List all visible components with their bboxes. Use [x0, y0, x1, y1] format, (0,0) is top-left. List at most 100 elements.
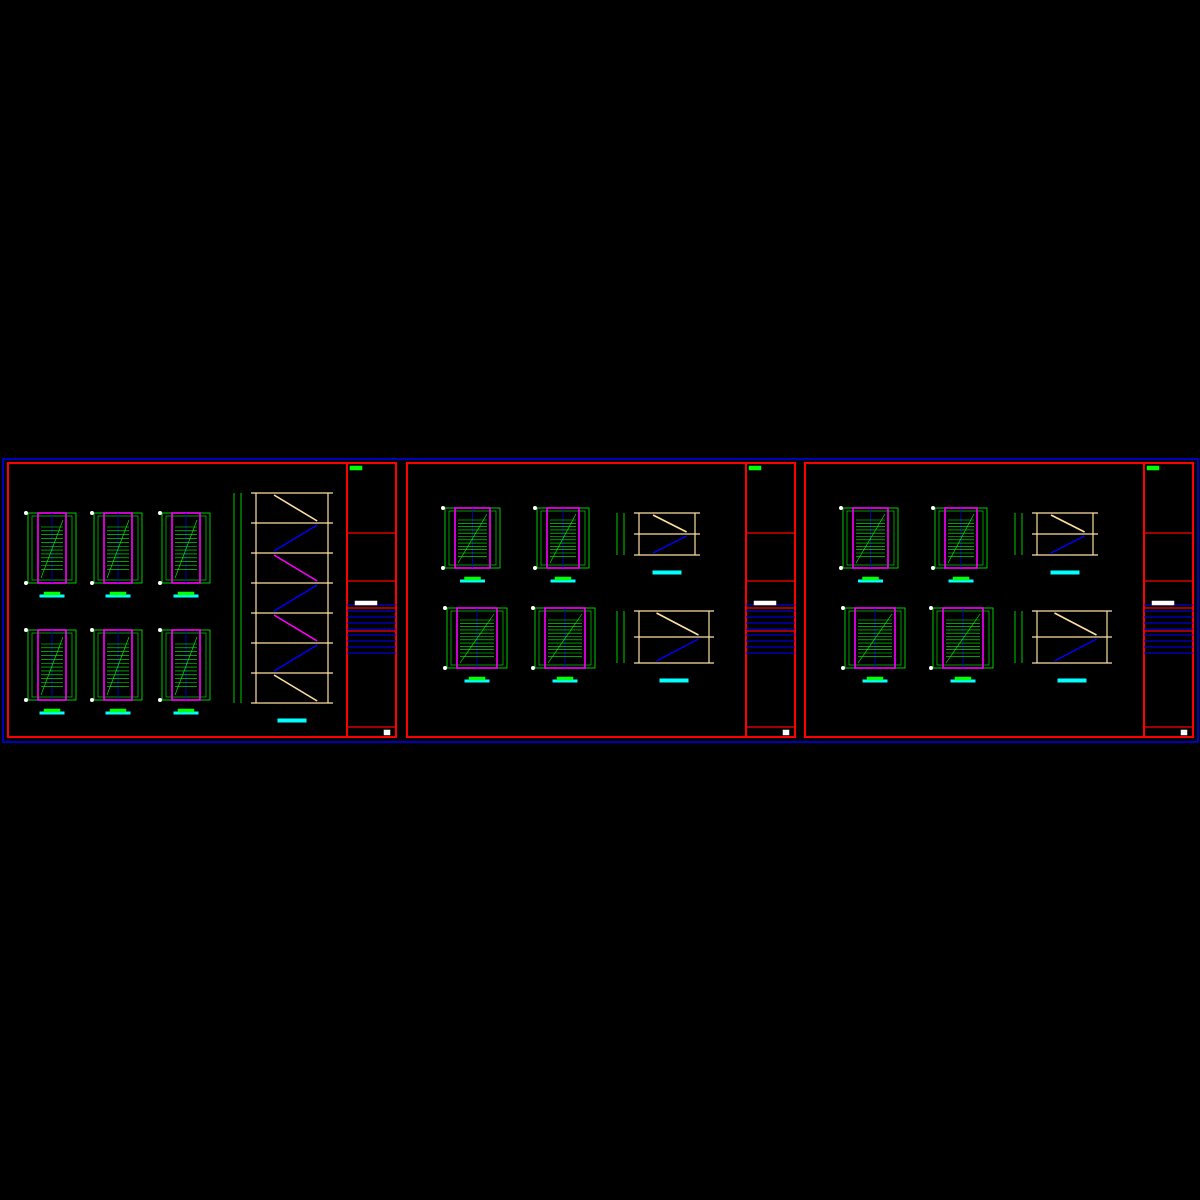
sheet-border	[406, 462, 796, 738]
stair-flight-cut	[1054, 612, 1097, 636]
axis-bubble	[158, 698, 162, 702]
stair-plan	[90, 511, 143, 598]
axis-bubble	[841, 666, 845, 670]
title-block	[1143, 463, 1193, 737]
plan-title-underline	[858, 579, 883, 583]
cut-line	[174, 519, 198, 579]
axis-bubble	[441, 506, 445, 510]
plan-title	[554, 576, 572, 581]
stair-plan	[931, 506, 988, 583]
axis-bubble	[841, 606, 845, 610]
plan-title-underline	[173, 711, 199, 715]
stair-flight-cut	[656, 612, 699, 636]
plan-title-underline	[950, 679, 976, 683]
plan-title-underline	[39, 711, 65, 715]
section-title	[1050, 570, 1080, 575]
axis-bubble	[158, 511, 162, 515]
axis-bubble	[441, 566, 445, 570]
axis-bubble	[533, 506, 537, 510]
cut-line	[174, 636, 198, 696]
plan-title	[43, 708, 61, 713]
section-title	[277, 718, 307, 723]
stair-flight-view	[1054, 638, 1097, 662]
stair-plan	[839, 506, 899, 583]
axis-bubble	[90, 581, 94, 585]
plan-title-underline	[862, 679, 888, 683]
sheet-border	[804, 462, 1194, 738]
stair-plan	[531, 606, 596, 683]
cut-line	[947, 513, 975, 564]
axis-bubble	[158, 628, 162, 632]
stair-plan	[441, 506, 501, 583]
stair-flight-cut	[273, 494, 318, 522]
axis-bubble	[24, 581, 28, 585]
drawing-name	[354, 600, 378, 606]
plan-title	[177, 708, 195, 713]
stair-flight-cut	[273, 614, 318, 642]
plan-title	[954, 676, 972, 681]
axis-bubble	[158, 581, 162, 585]
stair-section	[233, 492, 333, 723]
sheet-number	[1180, 729, 1188, 736]
stair-plan	[841, 606, 906, 683]
axis-bubble	[929, 666, 933, 670]
stair-section	[1014, 512, 1098, 575]
title-logo	[349, 465, 363, 471]
axis-bubble	[531, 606, 535, 610]
stair-flight-cut	[273, 674, 318, 702]
plan-title-underline	[552, 679, 578, 683]
stair-plan	[24, 628, 77, 715]
plan-title	[43, 591, 61, 596]
axis-bubble	[839, 506, 843, 510]
plan-title	[109, 708, 127, 713]
axis-bubble	[24, 511, 28, 515]
stair-section	[1014, 610, 1112, 683]
cut-line	[457, 513, 488, 564]
outer-frame	[2, 458, 1199, 743]
plan-title	[866, 676, 884, 681]
axis-bubble	[533, 566, 537, 570]
sheet-3	[804, 462, 1194, 738]
stair-flight-view	[1050, 535, 1085, 554]
cut-line	[945, 613, 981, 664]
stair-flight-view	[273, 584, 318, 612]
plan-title-underline	[39, 594, 65, 598]
stair-plan	[158, 511, 211, 598]
axis-bubble	[90, 628, 94, 632]
axis-bubble	[839, 566, 843, 570]
plan-title	[464, 576, 481, 581]
stair-flight-cut	[1050, 514, 1085, 533]
drawing-name	[753, 600, 777, 606]
cut-line	[547, 613, 583, 664]
plan-title-underline	[948, 579, 974, 583]
cut-line	[459, 613, 495, 664]
plan-title-underline	[550, 579, 576, 583]
plan-title-underline	[173, 594, 199, 598]
axis-bubble	[443, 606, 447, 610]
cut-line	[855, 513, 886, 564]
axis-bubble	[931, 566, 935, 570]
stair-section	[616, 610, 714, 683]
stair-flight-view	[273, 644, 318, 672]
stair-flight-view	[656, 638, 699, 662]
cut-line	[40, 519, 64, 579]
plan-title	[952, 576, 970, 581]
cut-line	[549, 513, 577, 564]
title-block	[745, 463, 795, 737]
plan-title-underline	[460, 579, 485, 583]
axis-bubble	[24, 628, 28, 632]
stair-plan	[158, 628, 211, 715]
sheet-number	[782, 729, 790, 736]
axis-bubble	[931, 506, 935, 510]
drawing-name	[1151, 600, 1175, 606]
plan-title	[468, 676, 486, 681]
axis-bubble	[531, 666, 535, 670]
plan-title	[862, 576, 879, 581]
cut-line	[40, 636, 64, 696]
section-title	[659, 678, 689, 683]
axis-bubble	[929, 606, 933, 610]
sheet-border	[7, 462, 397, 738]
sheet-1	[7, 462, 397, 738]
plan-title	[177, 591, 195, 596]
